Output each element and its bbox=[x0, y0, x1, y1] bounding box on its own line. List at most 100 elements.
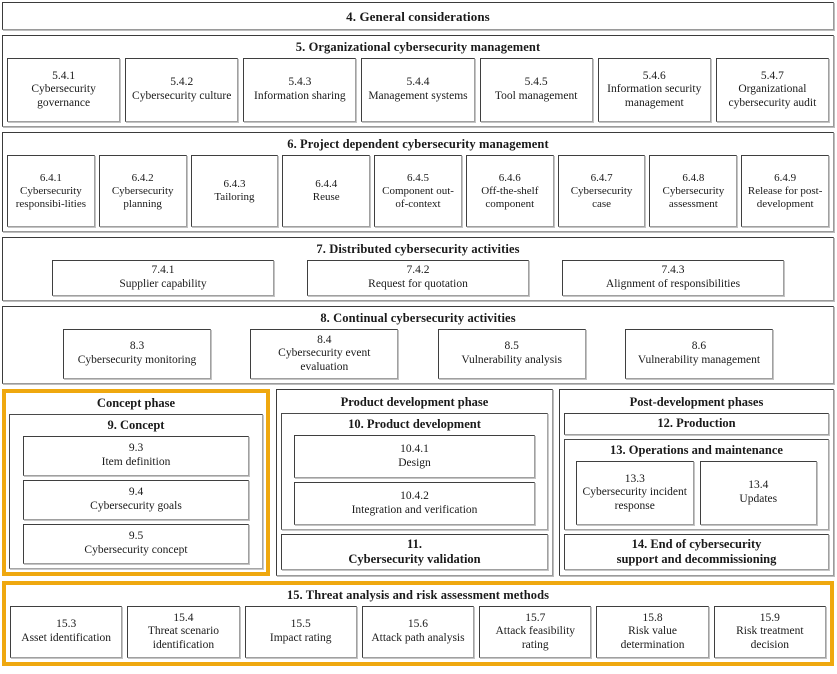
clause-number: 9.5 bbox=[128, 530, 144, 543]
clause-number: 7.4.3 bbox=[661, 264, 685, 277]
clause-number: 6.4.4 bbox=[315, 178, 338, 190]
clause-number: 9.4 bbox=[128, 486, 144, 499]
clause-9-concept: 9. Concept 9.3 Item definition 9.4 Cyber… bbox=[9, 414, 263, 569]
clause-4-general-considerations: 4. General considerations bbox=[2, 2, 834, 30]
clause-number: 6.4.1 bbox=[39, 171, 62, 184]
clause-number: 8.4 bbox=[317, 333, 332, 346]
clause-label: Management systems bbox=[368, 90, 468, 102]
clause-9-title: 9. Concept bbox=[107, 418, 165, 432]
clause-item-8-4: 8.4 Cybersecurity event evaluation bbox=[250, 329, 399, 379]
clause-number: 10.4.1 bbox=[400, 442, 429, 455]
clause-15-threat-analysis-and-risk-assessment-methods: 15. Threat analysis and risk assessment … bbox=[2, 581, 834, 666]
clause-number: 6.4.7 bbox=[590, 171, 613, 184]
clause-15-items: 15.3 Asset identification 15.4 Threat sc… bbox=[10, 606, 826, 658]
clause-number: 15.8 bbox=[642, 611, 663, 624]
clause-label: Organizational cybersecurity audit bbox=[728, 83, 817, 109]
clause-number: 6.4.2 bbox=[131, 171, 154, 184]
clause-4-title: 4. General considerations bbox=[346, 8, 490, 24]
clause-item-7-4-3: 7.4.3 Alignment of responsibilities bbox=[562, 260, 784, 296]
clause-item-5-4-4: 5.4.4 Management systems bbox=[361, 58, 475, 122]
clause-item-13-3: 13.3 Cybersecurity incident response bbox=[576, 461, 694, 525]
clause-5-organizational-cybersecurity-management: 5. Organizational cybersecurity manageme… bbox=[2, 35, 834, 127]
clause-item-15-5: 15.5 Impact rating bbox=[244, 606, 357, 658]
clause-label: Cybersecurity incident response bbox=[582, 486, 687, 512]
clause-item-6-4-2: 6.4.2 Cybersecurity planning bbox=[98, 155, 187, 227]
concept-phase-column: Concept phase 9. Concept 9.3 Item defini… bbox=[2, 389, 270, 576]
clause-label: Supplier capability bbox=[119, 278, 207, 290]
clause-item-6-4-1: 6.4.1 Cybersecurity responsibi-lities bbox=[7, 155, 95, 227]
clause-number: 15.5 bbox=[290, 618, 311, 631]
clause-item-15-4: 15.4 Threat scenario identification bbox=[127, 606, 240, 658]
clause-item-15-6: 15.6 Attack path analysis bbox=[361, 606, 475, 658]
clause-item-5-4-3: 5.4.3 Information sharing bbox=[243, 58, 357, 122]
clause-label: Design bbox=[398, 456, 431, 469]
clause-number: 15.7 bbox=[525, 611, 546, 624]
clause-label: Attack feasibility rating bbox=[495, 625, 576, 651]
clause-item-6-4-7: 6.4.7 Cybersecurity case bbox=[557, 155, 646, 227]
clause-number: 8.5 bbox=[504, 340, 519, 353]
clause-item-15-8: 15.8 Risk value determination bbox=[596, 606, 709, 658]
clause-label: Threat scenario identification bbox=[147, 625, 220, 651]
clause-item-8-5: 8.5 Vulnerability analysis bbox=[437, 329, 586, 379]
clause-10-title: 10. Product development bbox=[348, 417, 481, 431]
clause-label: Updates bbox=[739, 493, 778, 505]
clause-label: Alignment of responsibilities bbox=[605, 278, 741, 290]
post-development-phases-title: Post-development phases bbox=[629, 395, 764, 409]
clause-label-line1: 14. End of cybersecurity bbox=[631, 537, 762, 551]
clause-label: Cybersecurity concept bbox=[84, 544, 188, 556]
clause-14-end-of-cybersecurity-support: 14. End of cybersecurity support and dec… bbox=[564, 534, 829, 570]
clause-item-9-3: 9.3 Item definition bbox=[23, 436, 249, 476]
clause-label: Cybersecurity case bbox=[570, 184, 633, 210]
clause-number: 8.3 bbox=[129, 340, 145, 353]
clause-item-7-4-1: 7.4.1 Supplier capability bbox=[52, 260, 274, 296]
clause-label: Tool management bbox=[494, 90, 578, 102]
clause-label: Cybersecurity validation bbox=[348, 552, 481, 566]
clause-11-cybersecurity-validation: 11. Cybersecurity validation bbox=[281, 534, 548, 570]
clause-10-items: 10.4.1 Design 10.4.2 Integration and ver… bbox=[287, 435, 542, 525]
clause-7-items: 7.4.1 Supplier capability 7.4.2 Request … bbox=[7, 260, 829, 296]
clause-item-9-5: 9.5 Cybersecurity concept bbox=[23, 524, 249, 564]
clause-label: Attack path analysis bbox=[371, 632, 465, 644]
clause-5-title: 5. Organizational cybersecurity manageme… bbox=[295, 40, 541, 54]
clause-number: 6.4.3 bbox=[223, 178, 246, 190]
clause-label: Risk value determination bbox=[620, 625, 685, 651]
clause-number: 5.4.5 bbox=[524, 76, 548, 89]
clause-item-6-4-9: 6.4.9 Release for post-development bbox=[741, 155, 830, 227]
clause-13-items: 13.3 Cybersecurity incident response 13.… bbox=[570, 461, 823, 525]
clause-item-6-4-6: 6.4.6 Off-the-shelf component bbox=[465, 155, 554, 227]
clause-number: 7.4.1 bbox=[151, 264, 175, 277]
clause-number: 15.4 bbox=[173, 611, 194, 624]
clause-number: 8.6 bbox=[691, 340, 707, 353]
clause-number: 15.9 bbox=[759, 611, 780, 624]
clause-number: 5.4.2 bbox=[170, 76, 194, 89]
clause-item-15-9: 15.9 Risk treatment decision bbox=[713, 606, 826, 658]
clause-number: 7.4.2 bbox=[406, 264, 430, 277]
clause-8-title: 8. Continual cybersecurity activities bbox=[320, 311, 516, 325]
clause-number: 5.4.3 bbox=[288, 76, 312, 89]
clause-label: Tailoring bbox=[214, 191, 255, 203]
clause-item-6-4-5: 6.4.5 Component out-of-context bbox=[374, 155, 462, 227]
clause-item-8-3: 8.3 Cybersecurity monitoring bbox=[63, 329, 211, 379]
clause-number: 6.4.5 bbox=[407, 171, 430, 184]
clause-label: Vulnerability management bbox=[637, 354, 761, 366]
clause-item-6-4-4: 6.4.4 Reuse bbox=[282, 155, 371, 227]
clause-item-5-4-2: 5.4.2 Cybersecurity culture bbox=[125, 58, 239, 122]
clause-label: Cybersecurity governance bbox=[31, 83, 96, 109]
clause-label: Asset identification bbox=[21, 632, 112, 644]
clause-label: Information security management bbox=[607, 83, 702, 109]
clause-number: 11. bbox=[407, 537, 422, 551]
clause-number: 5.4.6 bbox=[642, 69, 666, 82]
clause-number: 6.4.9 bbox=[774, 171, 797, 184]
clause-item-15-7: 15.7 Attack feasibility rating bbox=[479, 606, 592, 658]
clause-label: Impact rating bbox=[269, 632, 332, 644]
clause-label: Cybersecurity culture bbox=[132, 90, 232, 102]
clause-label: Request for quotation bbox=[368, 278, 468, 290]
clause-item-6-4-3: 6.4.3 Tailoring bbox=[190, 155, 279, 227]
clause-item-13-4: 13.4 Updates bbox=[699, 461, 817, 525]
clause-label: Off-the-shelf component bbox=[481, 184, 539, 210]
clause-label: Component out-of-context bbox=[382, 184, 454, 210]
clause-6-items: 6.4.1 Cybersecurity responsibi-lities 6.… bbox=[7, 155, 830, 227]
clause-label: Cybersecurity goals bbox=[90, 500, 182, 512]
product-development-phase-column: Product development phase 10. Product de… bbox=[276, 389, 553, 576]
clause-number: 6.4.8 bbox=[682, 171, 705, 184]
